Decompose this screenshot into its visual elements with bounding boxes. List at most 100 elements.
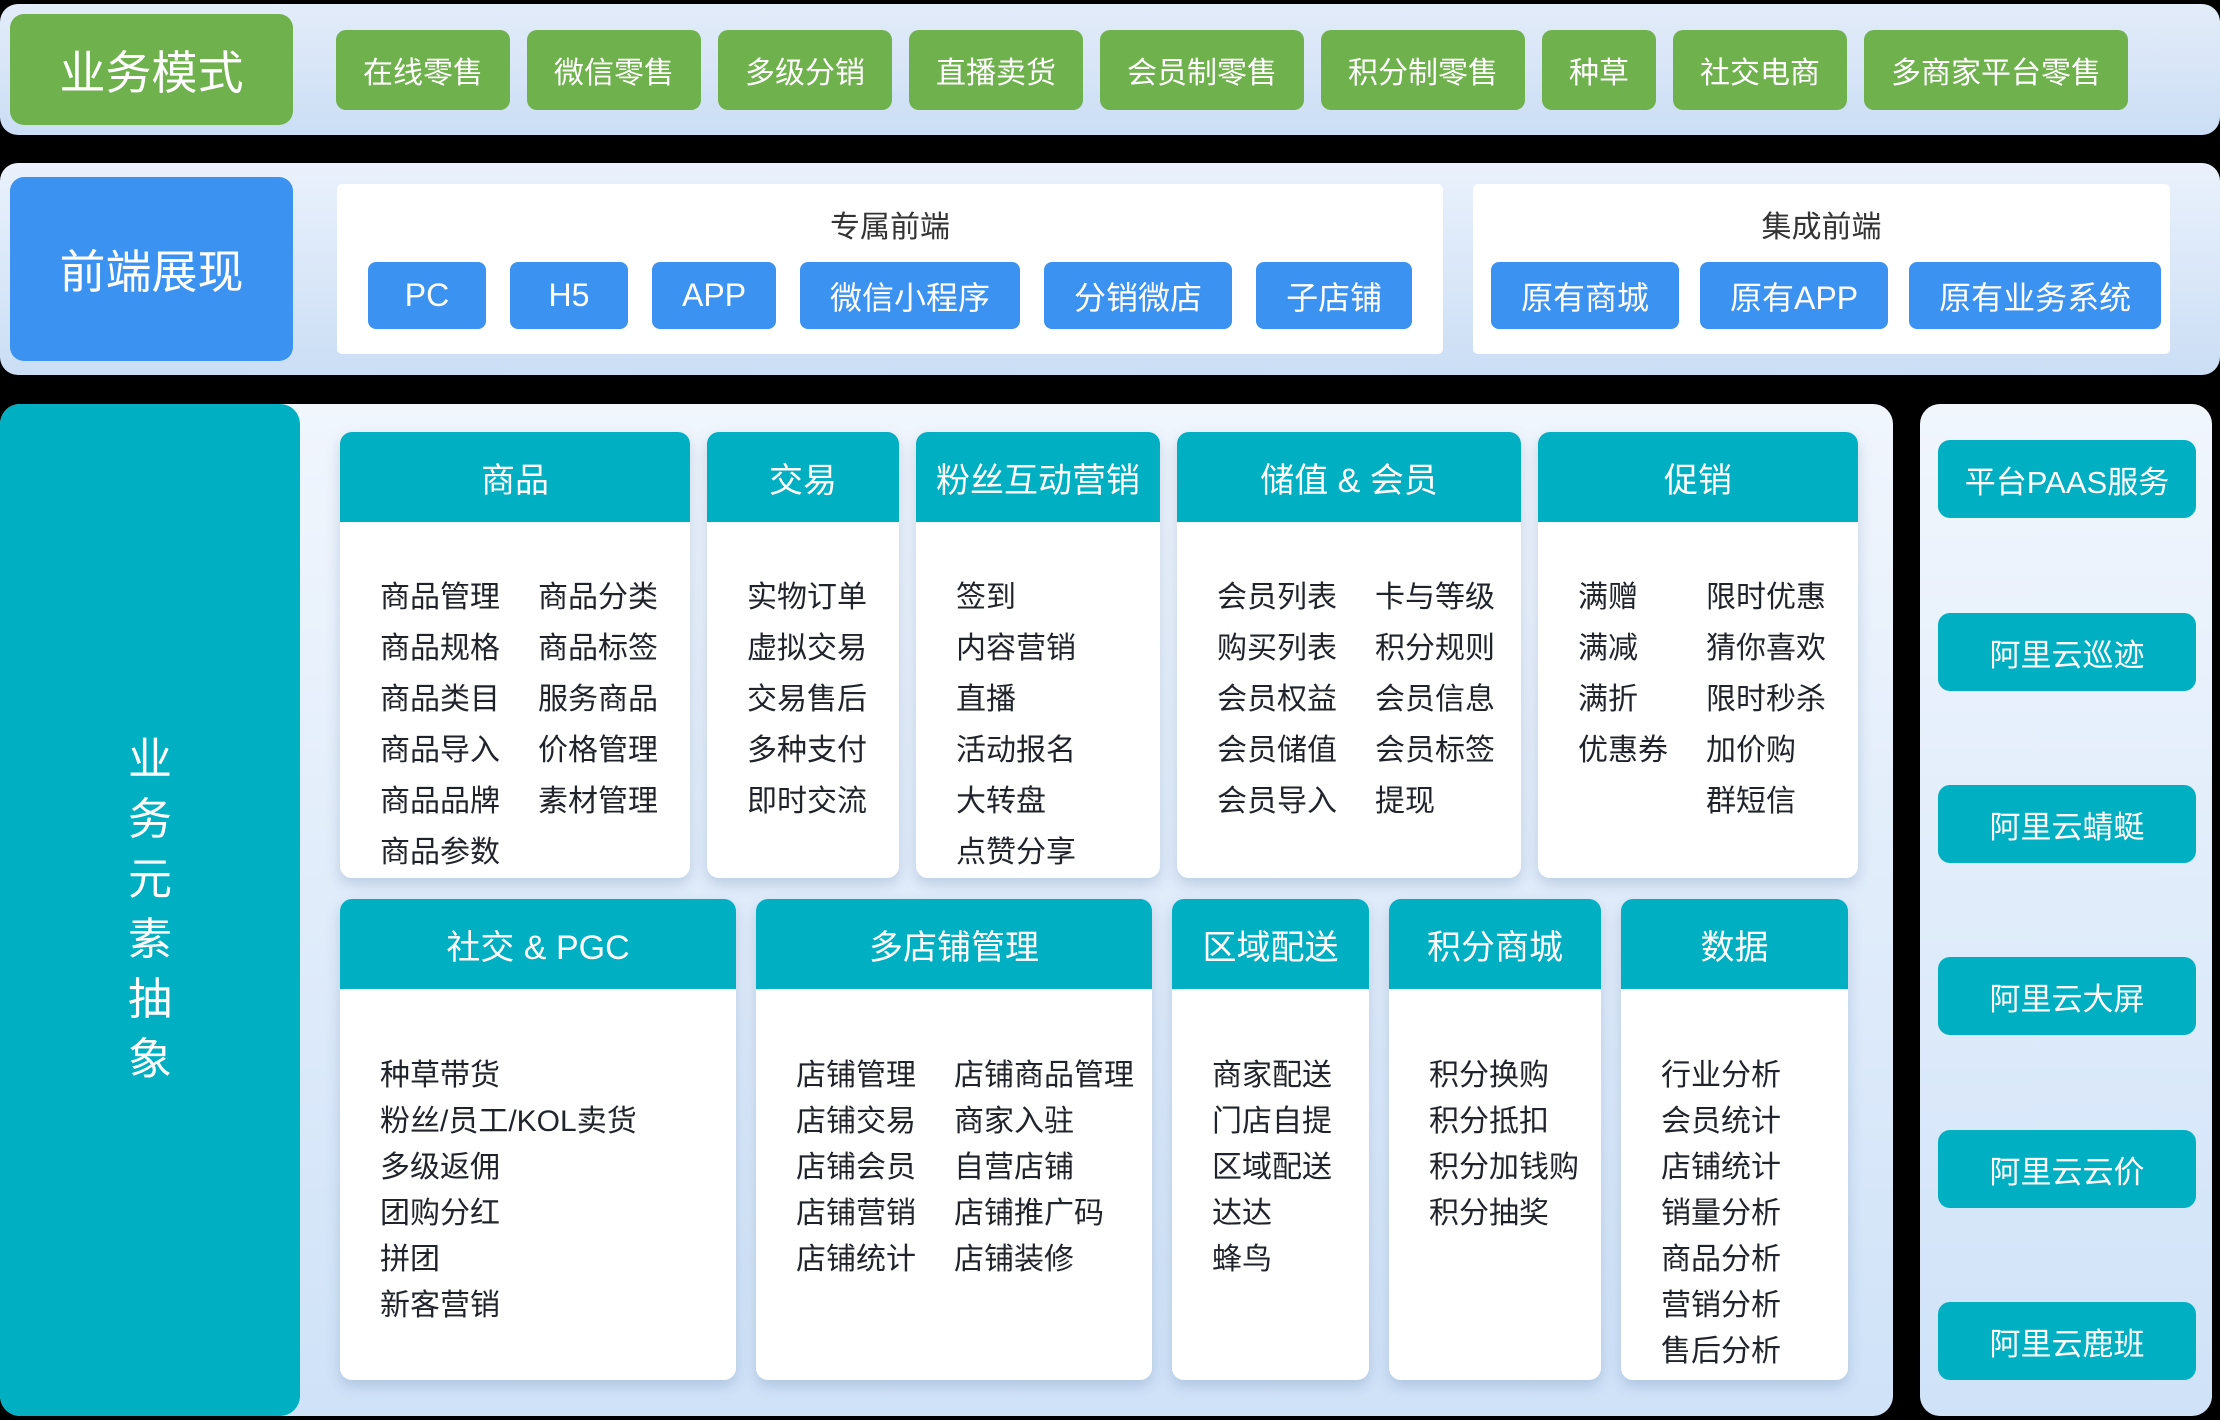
card-item: 店铺商品管理	[954, 1049, 1134, 1095]
card-title: 粉丝互动营销	[916, 432, 1160, 522]
card-item: 拼团	[380, 1233, 637, 1279]
card-item: 会员标签	[1375, 721, 1495, 772]
card-item: 会员统计	[1661, 1095, 1781, 1141]
card-item: 多种支付	[747, 721, 867, 772]
integrated-frontend-panel: 集成前端 原有商城原有APP原有业务系统	[1473, 184, 2170, 354]
card-item: 多级返佣	[380, 1141, 637, 1187]
card-goods: 商品商品管理商品规格商品类目商品导入商品品牌商品参数商品分类商品标签服务商品价格…	[340, 432, 690, 878]
card-item-column: 卡与等级积分规则会员信息会员标签提现	[1375, 568, 1495, 878]
card-item: 商品参数	[380, 823, 500, 874]
exclusive-frontend-title: 专属前端	[337, 184, 1443, 246]
card-item: 行业分析	[1661, 1049, 1781, 1095]
business-model-chip: 种草	[1542, 30, 1656, 110]
card-body: 满赠满减满折优惠券限时优惠猜你喜欢限时秒杀加价购群短信	[1538, 522, 1858, 878]
abstraction-cards-top: 商品商品管理商品规格商品类目商品导入商品品牌商品参数商品分类商品标签服务商品价格…	[340, 432, 1858, 878]
card-item: 大转盘	[956, 772, 1076, 823]
card-item: 会员权益	[1217, 670, 1337, 721]
business-model-chip: 多级分销	[718, 30, 892, 110]
card-body: 会员列表购买列表会员权益会员储值会员导入卡与等级积分规则会员信息会员标签提现	[1177, 522, 1521, 878]
card-body: 商家配送门店自提区域配送达达蜂鸟	[1172, 989, 1369, 1380]
card-item: 满折	[1578, 670, 1668, 721]
card-title: 储值 & 会员	[1177, 432, 1521, 522]
card-title: 数据	[1621, 899, 1848, 989]
card-item: 直播	[956, 670, 1076, 721]
card-item-column: 商品管理商品规格商品类目商品导入商品品牌商品参数	[380, 568, 500, 878]
card-item: 自营店铺	[954, 1141, 1134, 1187]
business-model-label: 业务模式	[10, 14, 293, 125]
integrated-frontend-buttons: 原有商城原有APP原有业务系统	[1491, 262, 2161, 329]
card-item: 积分规则	[1375, 619, 1495, 670]
card-item-column: 满赠满减满折优惠券	[1578, 568, 1668, 878]
paas-service-button: 阿里云大屏	[1938, 957, 2196, 1035]
card-promo: 促销满赠满减满折优惠券限时优惠猜你喜欢限时秒杀加价购群短信	[1538, 432, 1858, 878]
abstraction-label: 业务元素抽象	[0, 404, 300, 1416]
paas-service-button: 阿里云云价	[1938, 1130, 2196, 1208]
card-item: 店铺交易	[796, 1095, 916, 1141]
paas-service-button: 阿里云蜻蜓	[1938, 785, 2196, 863]
abstraction-label-char: 象	[128, 1030, 172, 1090]
frontend-button: 子店铺	[1256, 262, 1412, 329]
card-body: 种草带货粉丝/员工/KOL卖货多级返佣团购分红拼团新客营销	[340, 989, 736, 1380]
card-item: 商品类目	[380, 670, 500, 721]
card-item: 店铺装修	[954, 1233, 1134, 1279]
card-item: 加价购	[1706, 721, 1826, 772]
card-item: 会员储值	[1217, 721, 1337, 772]
card-item: 积分换购	[1429, 1049, 1579, 1095]
abstraction-label-char: 业	[128, 730, 172, 790]
card-item: 店铺推广码	[954, 1187, 1134, 1233]
card-item: 商品管理	[380, 568, 500, 619]
card-item: 店铺营销	[796, 1187, 916, 1233]
paas-panel: 平台PAAS服务阿里云巡迹阿里云蜻蜓阿里云大屏阿里云云价阿里云鹿班	[1920, 404, 2212, 1416]
card-item-column: 积分换购积分抵扣积分加钱购积分抽奖	[1429, 1049, 1579, 1380]
exclusive-frontend-panel: 专属前端 PCH5APP微信小程序分销微店子店铺	[337, 184, 1443, 354]
paas-title: 平台PAAS服务	[1938, 440, 2196, 518]
card-multistore: 多店铺管理店铺管理店铺交易店铺会员店铺营销店铺统计店铺商品管理商家入驻自营店铺店…	[756, 899, 1152, 1380]
card-item: 商家入驻	[954, 1095, 1134, 1141]
card-item: 群短信	[1706, 772, 1826, 823]
business-model-chip: 直播卖货	[909, 30, 1083, 110]
card-item: 商品标签	[538, 619, 658, 670]
business-model-chip: 会员制零售	[1100, 30, 1304, 110]
card-item-column: 商家配送门店自提区域配送达达蜂鸟	[1212, 1049, 1332, 1380]
card-item: 蜂鸟	[1212, 1233, 1332, 1279]
card-item: 种草带货	[380, 1049, 637, 1095]
card-item: 粉丝/员工/KOL卖货	[380, 1095, 637, 1141]
card-item-column: 行业分析会员统计店铺统计销量分析商品分析营销分析售后分析	[1661, 1049, 1781, 1380]
card-title: 商品	[340, 432, 690, 522]
card-item: 点赞分享	[956, 823, 1076, 874]
business-model-buttons: 在线零售微信零售多级分销直播卖货会员制零售积分制零售种草社交电商多商家平台零售	[336, 30, 2128, 110]
card-item-column: 店铺商品管理商家入驻自营店铺店铺推广码店铺装修	[954, 1049, 1134, 1380]
card-item: 交易售后	[747, 670, 867, 721]
paas-service-button: 阿里云鹿班	[1938, 1302, 2196, 1380]
card-body: 实物订单虚拟交易交易售后多种支付即时交流	[707, 522, 899, 878]
abstraction-label-char: 务	[128, 790, 172, 850]
card-item: 商品规格	[380, 619, 500, 670]
card-item: 门店自提	[1212, 1095, 1332, 1141]
frontend-button: H5	[510, 262, 628, 329]
card-item: 活动报名	[956, 721, 1076, 772]
card-title: 积分商城	[1389, 899, 1601, 989]
card-item: 卡与等级	[1375, 568, 1495, 619]
card-title: 促销	[1538, 432, 1858, 522]
card-item: 团购分红	[380, 1187, 637, 1233]
frontend-button: 原有APP	[1700, 262, 1888, 329]
paas-service-button: 阿里云巡迹	[1938, 613, 2196, 691]
card-title: 社交 & PGC	[340, 899, 736, 989]
card-item-column: 签到内容营销直播活动报名大转盘点赞分享	[956, 568, 1076, 878]
card-item-column: 店铺管理店铺交易店铺会员店铺营销店铺统计	[796, 1049, 916, 1380]
abstraction-cards-bottom: 社交 & PGC种草带货粉丝/员工/KOL卖货多级返佣团购分红拼团新客营销多店铺…	[340, 899, 1848, 1380]
card-body: 行业分析会员统计店铺统计销量分析商品分析营销分析售后分析	[1621, 989, 1848, 1380]
card-item: 服务商品	[538, 670, 658, 721]
card-item: 新客营销	[380, 1279, 637, 1325]
card-item-column: 限时优惠猜你喜欢限时秒杀加价购群短信	[1706, 568, 1826, 878]
business-model-chip: 社交电商	[1673, 30, 1847, 110]
card-fans: 粉丝互动营销签到内容营销直播活动报名大转盘点赞分享	[916, 432, 1160, 878]
card-points: 积分商城积分换购积分抵扣积分加钱购积分抽奖	[1389, 899, 1601, 1380]
card-body: 积分换购积分抵扣积分加钱购积分抽奖	[1389, 989, 1601, 1380]
card-item: 会员信息	[1375, 670, 1495, 721]
business-model-chip: 微信零售	[527, 30, 701, 110]
card-item: 积分抵扣	[1429, 1095, 1579, 1141]
card-item: 限时秒杀	[1706, 670, 1826, 721]
card-item-column: 商品分类商品标签服务商品价格管理素材管理	[538, 568, 658, 878]
card-item: 提现	[1375, 772, 1495, 823]
